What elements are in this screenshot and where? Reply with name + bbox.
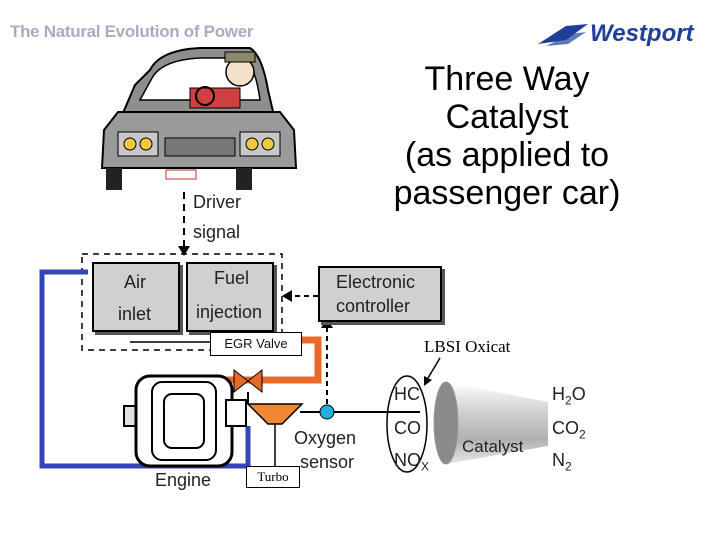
- westport-logo-mark: [538, 24, 588, 46]
- catalyst-cylinder: [433, 381, 548, 465]
- sensor-signal-arrowhead: [321, 318, 333, 328]
- h2o-subscript: 2: [565, 393, 572, 408]
- egr-pipe: [222, 336, 322, 384]
- egr-valve-symbol: [233, 368, 263, 394]
- brand-name: Westport: [590, 20, 694, 47]
- driver-label: Driver: [193, 192, 241, 212]
- nox-base: NO: [394, 450, 421, 470]
- oxygen-label: Oxygen: [294, 428, 357, 448]
- turbo-symbol: [246, 403, 304, 425]
- fuel-injection-box: Fuel injection: [186, 262, 274, 332]
- n2-subscript: 2: [565, 459, 572, 474]
- air-inlet-box: Air inlet: [92, 262, 180, 332]
- output-co2: CO2: [552, 418, 586, 442]
- controller-label: controller: [336, 296, 411, 316]
- n2-base: N: [552, 450, 565, 470]
- input-hc: HC: [394, 384, 420, 404]
- sensor-label: sensor: [300, 452, 355, 472]
- output-h2o: H2O: [552, 384, 586, 408]
- title-line: passenger car): [393, 174, 621, 212]
- oxygen-sensor-dot: [319, 404, 335, 420]
- egr-valve-label: EGR Valve: [210, 332, 302, 356]
- air-label: Air: [124, 272, 146, 292]
- output-n2: N2: [552, 450, 572, 474]
- car-illustration: [100, 47, 298, 190]
- electronic-controller-box: Electronic controller: [318, 266, 442, 322]
- driver-signal-arrowhead: [178, 246, 190, 256]
- tagline: The Natural Evolution of Power: [10, 22, 254, 41]
- input-co: CO: [394, 418, 421, 438]
- intake-enclosure: [81, 253, 283, 351]
- boost-air-pipe: [39, 269, 251, 469]
- inlet-label: inlet: [118, 304, 152, 324]
- nox-subscript: X: [421, 459, 430, 474]
- title-line: Three Way: [424, 60, 590, 98]
- title-line: Catalyst: [445, 98, 569, 136]
- catalyst-label: Catalyst: [462, 437, 524, 456]
- h2o-base: H: [552, 384, 565, 404]
- title-line: (as applied to: [404, 136, 610, 174]
- co2-base: CO: [552, 418, 579, 438]
- injection-label: injection: [196, 302, 263, 322]
- h2o-tail: O: [571, 384, 586, 404]
- controller-signal-arrowhead: [282, 290, 292, 302]
- input-nox: NOX: [394, 450, 429, 474]
- turbo-label: Turbo: [246, 466, 300, 488]
- signal-label: signal: [193, 222, 241, 242]
- oxicat-label: LBSI Oxicat: [424, 337, 511, 356]
- co2-subscript: 2: [579, 427, 586, 442]
- slide-title: Three Way Catalyst (as applied to passen…: [372, 60, 642, 212]
- engine-label: Engine: [155, 470, 212, 490]
- oxicat-pointer-arrowhead: [424, 376, 432, 386]
- electronic-label: Electronic: [336, 272, 416, 292]
- westport-logo: [536, 20, 716, 50]
- oxicat-oval: [386, 375, 428, 473]
- engine-block: [123, 374, 247, 468]
- fuel-label: Fuel: [214, 268, 250, 288]
- oxicat-pointer-line: [427, 357, 441, 379]
